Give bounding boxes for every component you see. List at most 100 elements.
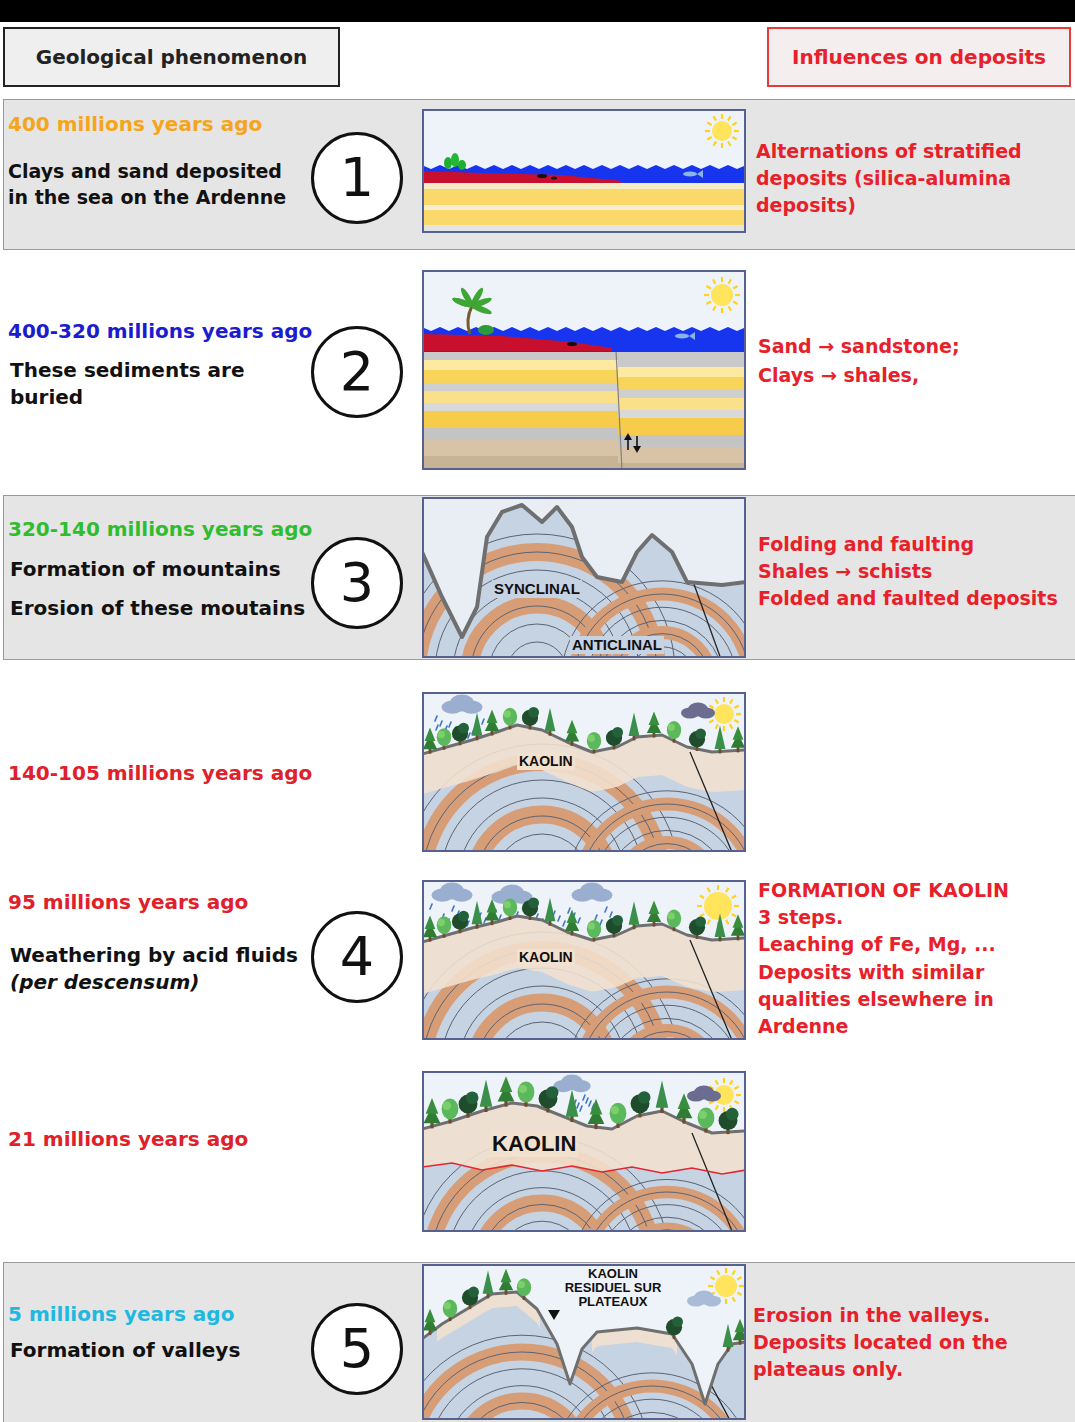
- illustration-part: [629, 901, 640, 924]
- illustration-part: [700, 896, 704, 899]
- illustration-part: [551, 1373, 744, 1418]
- illustration-part: [424, 428, 618, 440]
- illustration-part: [734, 720, 738, 723]
- illustration-part: [424, 171, 622, 183]
- era-date: 320-140 millions years ago: [8, 516, 312, 542]
- illustration-part: [618, 367, 744, 377]
- kaolin-label: KAOLIN: [490, 1131, 578, 1157]
- illustration-part: [716, 1105, 719, 1109]
- influence-text: Folding and faulting: [758, 532, 974, 557]
- illustration-part: [717, 1270, 720, 1274]
- illustration-part: [624, 433, 632, 440]
- illustration-part: [723, 1324, 734, 1347]
- illustration-part: [619, 844, 716, 850]
- illustration-part: [579, 804, 744, 850]
- illustration-part: [500, 1076, 513, 1092]
- era-band: 400 millions years agoClays and sand dep…: [3, 99, 1075, 250]
- illustration-part: [424, 882, 744, 1038]
- illustration-part: [694, 1086, 714, 1100]
- illustration-part: [588, 923, 595, 930]
- step-number: 3: [340, 556, 374, 610]
- kaolin-label: KAOLIN: [517, 949, 575, 966]
- illustration-part: [705, 130, 710, 132]
- illustration-part: [504, 710, 511, 717]
- illustration-part: [611, 1106, 619, 1114]
- illustration-part: [732, 123, 736, 126]
- column-header: Influences on deposits: [767, 27, 1071, 87]
- illustration-part: [618, 390, 744, 398]
- step-number: 2: [340, 345, 374, 399]
- illustration-part: [424, 334, 612, 351]
- illustration-part: [638, 1091, 651, 1104]
- illustration-part: [713, 279, 716, 283]
- illustration-part: [459, 1401, 585, 1418]
- illustration-part: [708, 1285, 713, 1287]
- illustration-part: [721, 308, 723, 313]
- illustration-part: [689, 332, 695, 340]
- illustration-part: [586, 1098, 588, 1103]
- illustration-part: [732, 914, 736, 917]
- illustration-part: [739, 1285, 744, 1287]
- illustration-part: [577, 1103, 579, 1108]
- illustration-part: [704, 294, 709, 296]
- illustration-part: [468, 306, 472, 334]
- illustration-part: [579, 992, 744, 1038]
- illustration-part: [472, 901, 483, 924]
- illustration-part: [566, 1090, 579, 1117]
- illustration-part: [733, 914, 744, 928]
- illustration-part: [733, 1297, 736, 1301]
- era-band: 5 millions years agoFormation of valleys…: [3, 1262, 1075, 1422]
- illustration-part: [452, 906, 454, 911]
- illustration-part: [728, 141, 731, 145]
- illustration-part: [618, 1031, 717, 1039]
- influence-text: Alternations of stratified deposits (sil…: [756, 138, 1028, 219]
- illustration-part: [470, 303, 493, 316]
- illustration-part: [618, 435, 744, 447]
- illustration-part: [649, 900, 660, 914]
- illustration-part: [468, 1287, 479, 1298]
- illustration-part: [519, 1085, 527, 1093]
- illustration-part: [697, 170, 703, 178]
- illustration-part: [716, 724, 719, 728]
- illustration-part: [424, 1335, 651, 1418]
- illustration-part: [437, 728, 451, 746]
- illustration-part: [528, 897, 539, 908]
- illustration-part: [424, 327, 744, 352]
- illustration-part: [458, 911, 469, 922]
- illustration-part: [608, 1217, 726, 1230]
- illustration-part: [714, 704, 734, 724]
- illustration-part: [425, 916, 436, 930]
- illustration-part: [458, 723, 469, 734]
- illustration-part: [709, 720, 713, 723]
- illustration-part: [715, 914, 726, 937]
- influence-text: Clays → shales,: [758, 363, 919, 388]
- illustration-part: [424, 499, 744, 656]
- era-date: 95 millions years ago: [8, 889, 248, 915]
- illustration-part: [721, 114, 723, 119]
- illustration-part: [580, 883, 604, 900]
- influence-text: 3 steps.: [758, 905, 843, 930]
- illustration-part: [460, 1402, 583, 1418]
- illustration-part: [438, 919, 445, 926]
- illustration-part: [706, 302, 710, 305]
- illustration-part: [478, 325, 494, 335]
- column-header: Geological phenomenon: [3, 27, 340, 87]
- illustration-part: [424, 1073, 744, 1230]
- illustration-part: [424, 189, 744, 205]
- illustration-part: [667, 910, 681, 928]
- illustration-part: [466, 1091, 479, 1104]
- illustration-part: [578, 918, 580, 923]
- illustration-part: [424, 1266, 744, 1418]
- illustration-part: [734, 1101, 738, 1104]
- illustration-part: [610, 1103, 627, 1124]
- step-circle: 3: [311, 537, 403, 629]
- illustration-part: [732, 137, 736, 140]
- illustration-part: [694, 1291, 714, 1305]
- era-date: 5 millions years ago: [8, 1301, 234, 1327]
- illustration-part: [709, 706, 713, 709]
- influence-text: Sand → sandstone;: [758, 334, 960, 359]
- era-band: 320-140 millions years agoFormation of m…: [3, 495, 1075, 660]
- illustration-part: [708, 920, 711, 924]
- illustration-part: [734, 130, 739, 132]
- illustration-part: [723, 1107, 725, 1112]
